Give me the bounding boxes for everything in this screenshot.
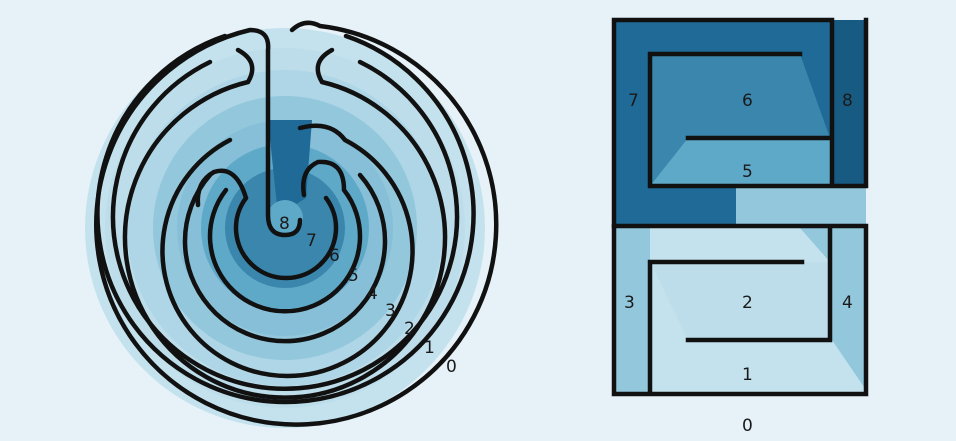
square-labyrinth: 7 6 8 5 3 2 4 1 0 bbox=[611, 17, 869, 436]
circular-walls bbox=[94, 20, 499, 427]
center-path bbox=[268, 120, 312, 215]
top-walls bbox=[611, 17, 869, 229]
circular-labyrinth: 8 7 6 5 4 3 2 1 0 bbox=[85, 20, 499, 428]
square-label-6: 6 bbox=[742, 91, 753, 111]
wall-2 bbox=[95, 33, 476, 405]
square-label-0: 0 bbox=[742, 416, 753, 436]
square-label-4: 4 bbox=[842, 293, 853, 313]
square-label-3: 3 bbox=[624, 293, 635, 313]
region-5 bbox=[650, 138, 866, 186]
square-label-8: 8 bbox=[842, 91, 853, 111]
square-label-1: 1 bbox=[742, 365, 753, 385]
wall-7 bbox=[233, 195, 339, 281]
square-label-2: 2 bbox=[742, 293, 753, 313]
wall-3b bbox=[110, 59, 460, 391]
region-4-top bbox=[736, 186, 866, 226]
bottom-walls bbox=[611, 223, 869, 397]
circle-label-3: 3 bbox=[385, 301, 396, 321]
circle-label-4: 4 bbox=[367, 284, 378, 304]
outer-wall bbox=[94, 20, 499, 427]
circle-label-0: 0 bbox=[446, 357, 457, 377]
wall-5 bbox=[182, 172, 388, 344]
circle-label-5: 5 bbox=[348, 266, 359, 286]
region-8 bbox=[832, 20, 866, 186]
region-6 bbox=[650, 54, 830, 186]
circle-label-2: 2 bbox=[404, 319, 415, 339]
wall-4 bbox=[160, 123, 415, 379]
square-label-5: 5 bbox=[742, 162, 753, 182]
circle-label-7: 7 bbox=[306, 231, 317, 251]
square-walls bbox=[611, 17, 869, 397]
goal-center bbox=[267, 200, 303, 236]
square-label-7: 7 bbox=[628, 91, 639, 111]
region-2 bbox=[650, 262, 830, 340]
circle-label-6: 6 bbox=[329, 246, 340, 266]
wall-6 bbox=[207, 159, 363, 314]
region-3 bbox=[614, 228, 650, 394]
wall-7b bbox=[195, 168, 249, 208]
region-4 bbox=[800, 228, 866, 390]
wall-3 bbox=[122, 47, 448, 400]
circle-label-1: 1 bbox=[424, 338, 435, 358]
circle-label-8: 8 bbox=[279, 214, 290, 234]
